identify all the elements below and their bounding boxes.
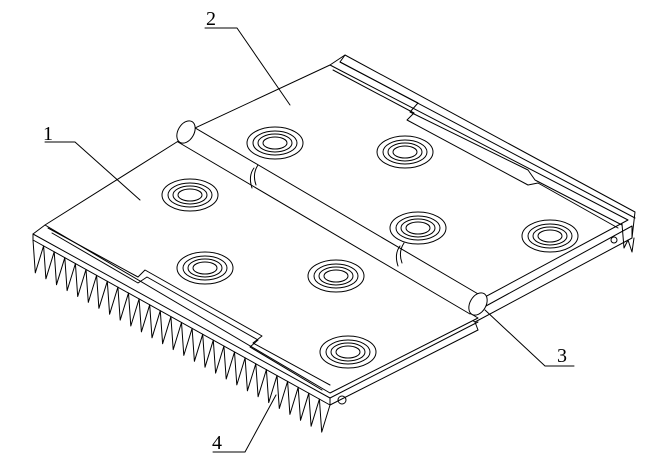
screw-hole-ring [262,136,288,150]
callout-4: 4 [212,432,222,454]
screw-hole-ring [389,211,447,245]
screw-hole-ring [376,135,434,169]
screw-hole-ring [307,259,365,293]
screw-hole-ring [177,188,203,202]
screw-hole-ring [387,142,423,162]
screw-hole-ring [521,219,579,253]
screw-hole-ring [323,269,349,283]
screw-hole-ring [325,339,371,365]
screw-hole-ring [257,133,293,153]
screw-holes [161,126,579,369]
hinge-knuckles [176,120,488,316]
screw-hole-ring [382,139,428,165]
screw-hole-ring [532,226,568,246]
callout-3: 3 [557,345,567,367]
screw-hole-ring [172,185,208,205]
screw-hole-ring [392,145,418,159]
callout-leaders [44,27,575,453]
screw-hole-ring [182,255,228,281]
screw-hole-ring [319,335,377,369]
screw-hole-ring [313,263,359,289]
screw-hole-ring [400,218,436,238]
screw-hole-ring [252,130,298,156]
screw-hole-ring [395,215,441,241]
screw-hole-ring [330,342,366,362]
screw-hole-ring [527,223,573,249]
screw-hole-ring [246,126,304,160]
callout-2: 2 [206,8,216,30]
screw-hole-ring [192,261,218,275]
right-leaf [179,54,636,331]
screw-hole-ring [161,178,219,212]
screw-hole-ring [167,182,213,208]
screw-hole-ring [405,221,431,235]
serrated-teeth [32,239,331,433]
callout-1: 1 [43,123,53,145]
screw-hole-ring [335,345,361,359]
screw-hole-ring [537,229,563,243]
screw-hole-ring [187,258,223,278]
screw-hole-ring [176,251,234,285]
screw-hole-ring [318,266,354,286]
